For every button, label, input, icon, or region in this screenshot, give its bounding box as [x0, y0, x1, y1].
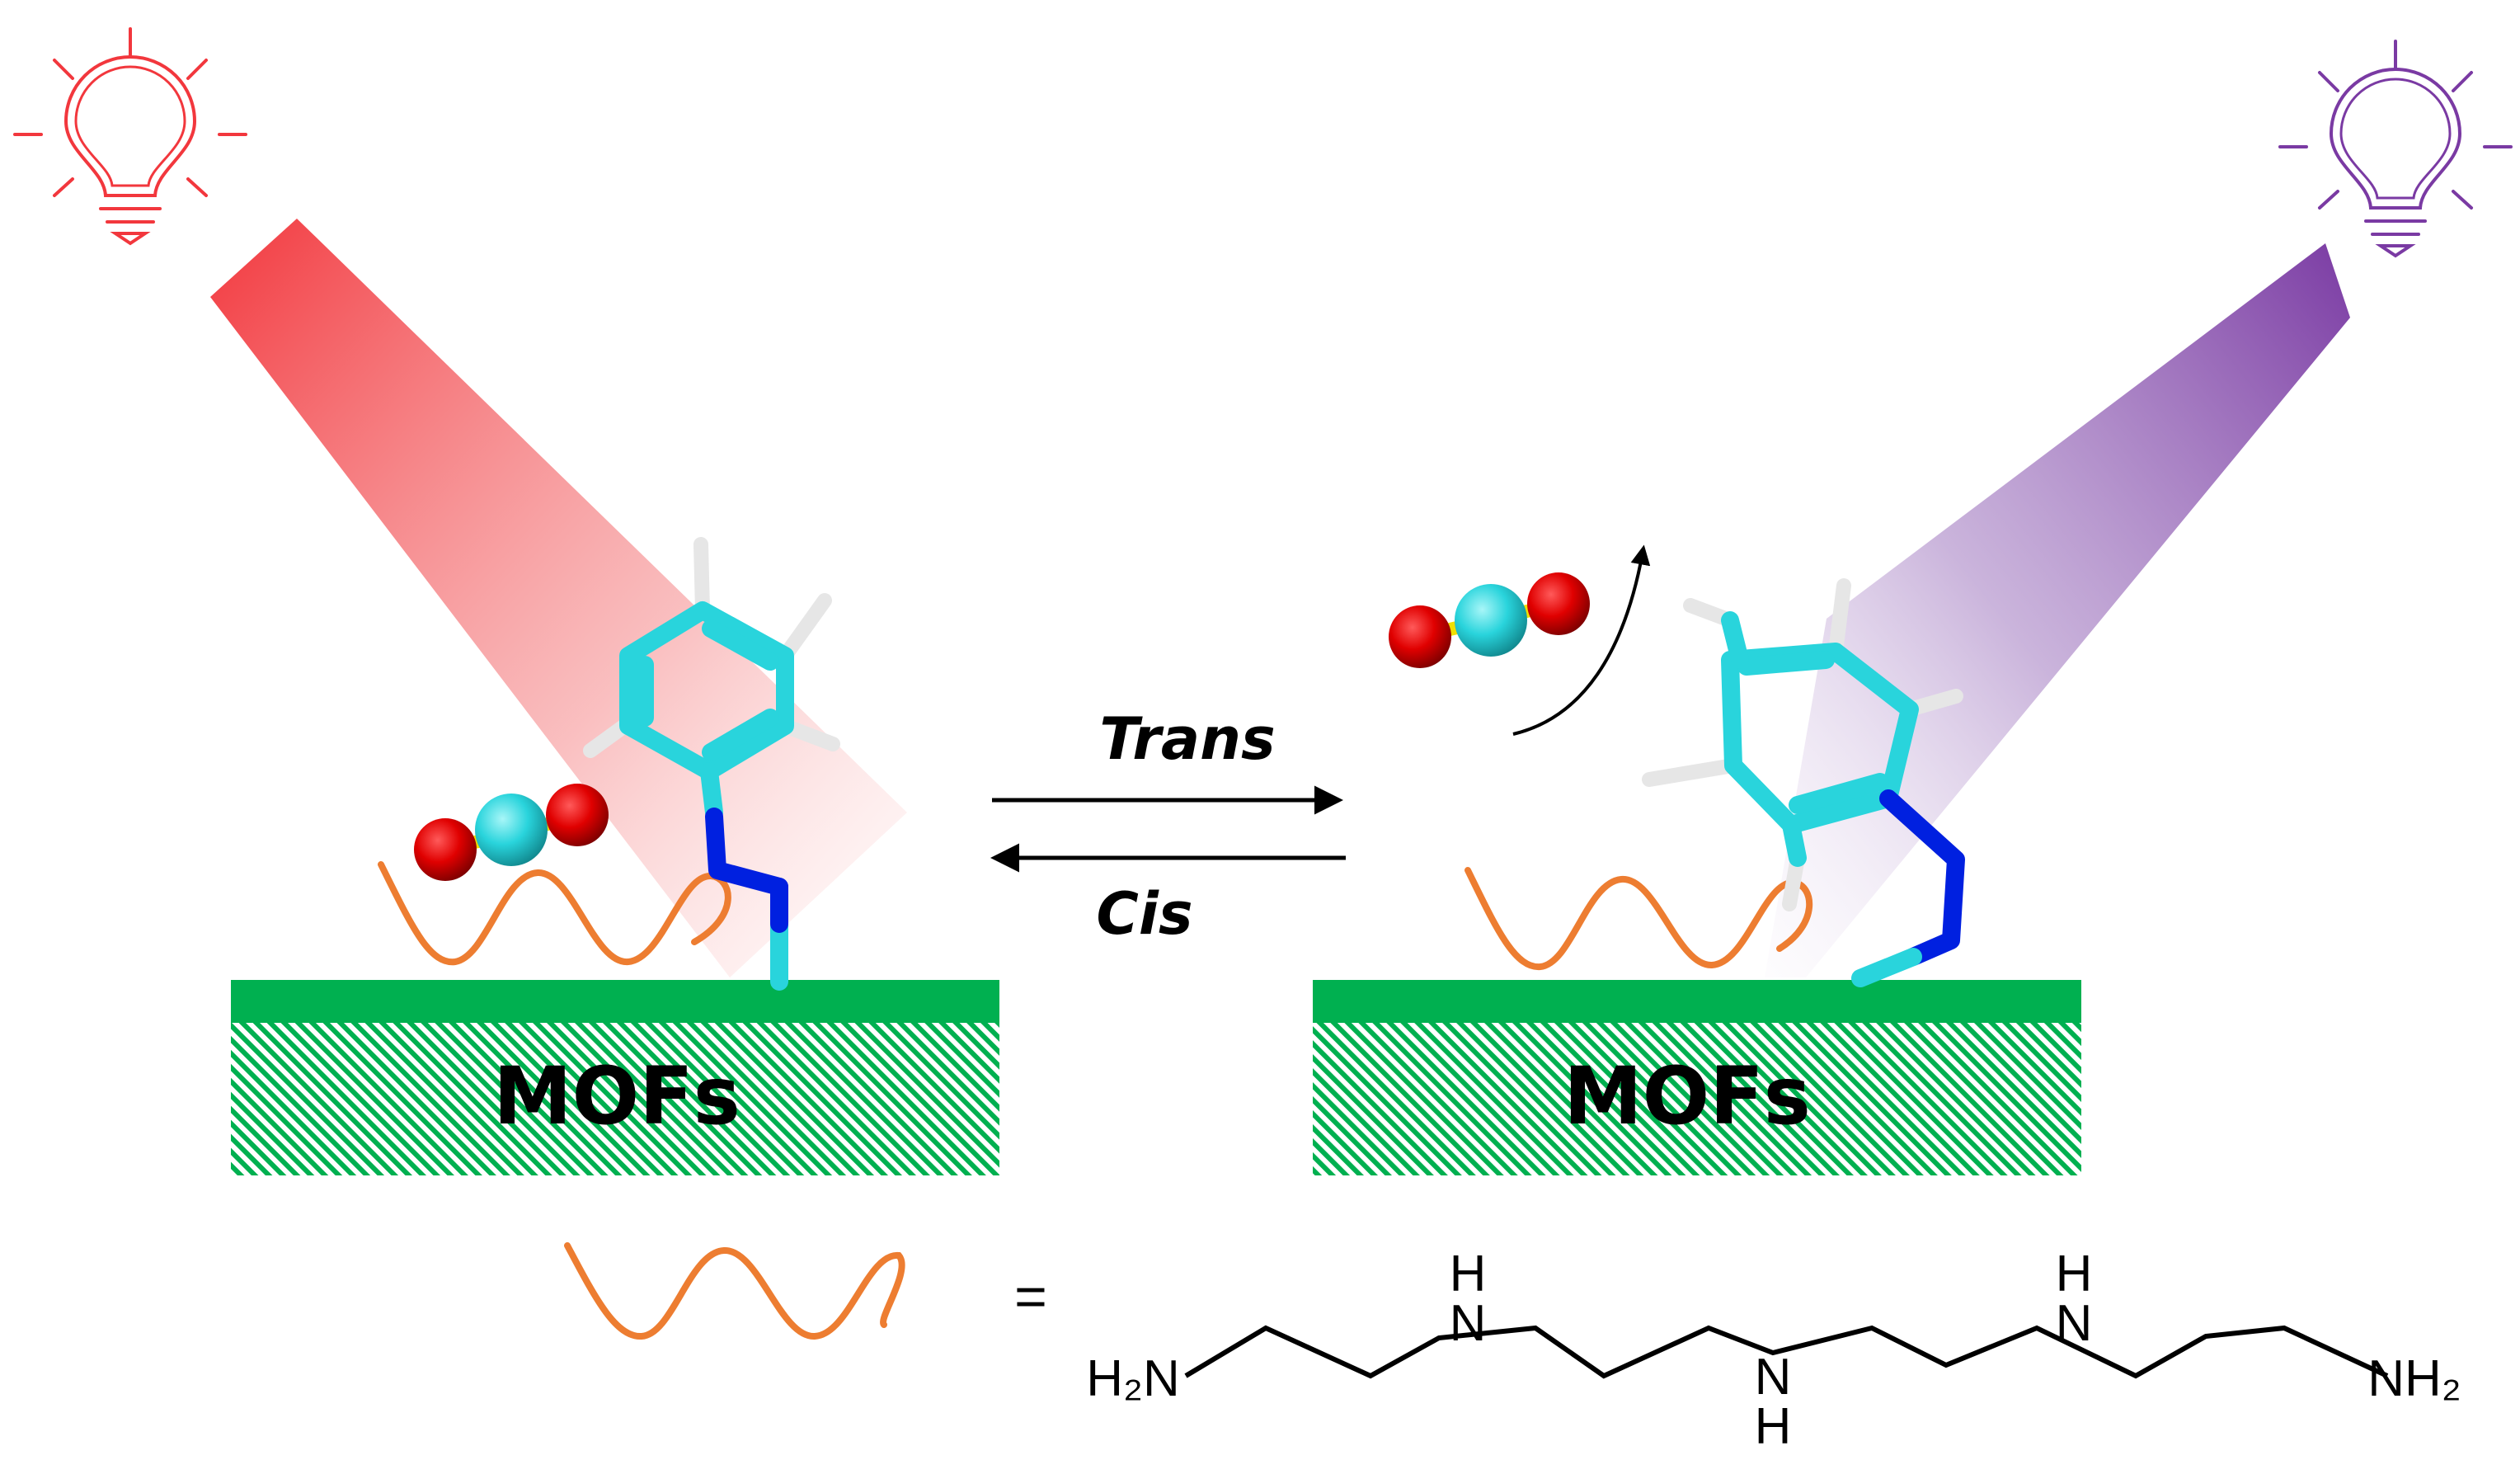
polymer-wave-right	[1465, 867, 1813, 971]
nh-hydrogen-2: H	[1755, 1398, 1792, 1455]
violet-light-beam	[1765, 243, 2350, 977]
nh-nitrogen-3: N	[2056, 1295, 2093, 1352]
amine-right: NH₂	[2367, 1350, 2461, 1407]
cis-label: Cis	[1096, 880, 1192, 948]
red-light-beam	[210, 219, 907, 977]
co2-molecule-left	[414, 784, 609, 881]
nh-hydrogen-3: H	[2056, 1246, 2093, 1302]
nh-nitrogen-1: N	[1450, 1295, 1487, 1352]
nh-hydrogen-1: H	[1450, 1246, 1487, 1302]
mof-label-right: MOFs	[1563, 1050, 1811, 1142]
violet-lightbulb-icon	[2278, 40, 2513, 258]
nh-nitrogen-2: N	[1755, 1349, 1792, 1406]
red-lightbulb-icon	[13, 27, 247, 246]
equals-sign: =	[1014, 1265, 1047, 1328]
azobenzene-trans-molecule	[583, 537, 840, 991]
polymer-wave-legend	[564, 1242, 905, 1340]
co2-molecule-right	[1389, 572, 1590, 668]
azobenzene-cis-molecule	[1642, 578, 1965, 987]
mof-substrate-right	[1313, 980, 2081, 1175]
polyamine-skeleton	[1184, 1325, 2389, 1379]
mof-label-left: MOFs	[493, 1050, 740, 1142]
trans-label: Trans	[1099, 705, 1275, 773]
co2-release-arrow	[1512, 544, 1651, 736]
mof-substrate-left	[231, 980, 999, 1175]
amine-left: H₂N	[1086, 1350, 1180, 1407]
